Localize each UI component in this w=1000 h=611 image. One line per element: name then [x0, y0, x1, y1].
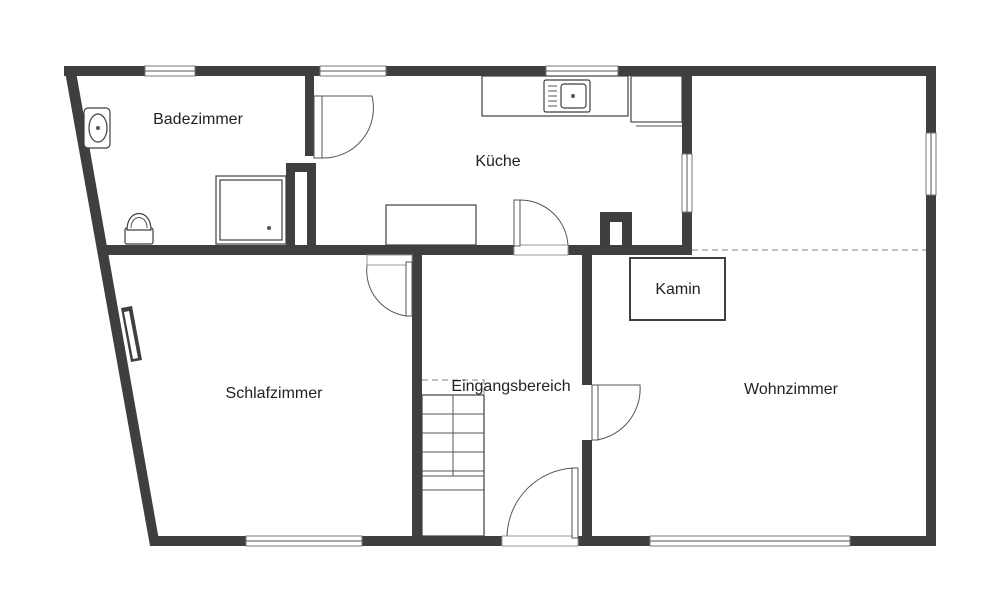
wall-bath-jog-vertical	[286, 163, 295, 253]
kitchen-fixtures	[385, 75, 683, 246]
wall-left-slanted	[64, 66, 160, 546]
label-kueche: Küche	[475, 153, 520, 170]
label-schlafzimmer: Schlafzimmer	[226, 385, 324, 402]
chimney-right	[622, 212, 632, 252]
wall-entrance-living-upper	[582, 255, 592, 385]
door-bedroom	[405, 261, 413, 317]
fireplace	[629, 257, 726, 321]
kitchen-island	[385, 204, 477, 246]
label-kamin: Kamin	[655, 281, 700, 298]
wall-bath-kitchen-upper	[305, 66, 314, 156]
wall-middle-horizontal	[100, 245, 685, 255]
chimney-top	[600, 212, 632, 222]
windows	[121, 65, 937, 547]
outer-walls	[64, 66, 936, 546]
doors	[313, 95, 641, 547]
label-wohnzimmer: Wohnzimmer	[744, 381, 839, 398]
stairs	[421, 379, 485, 537]
room-labels: Badezimmer Küche Kamin Schlafzimmer Eing…	[153, 111, 839, 402]
door-bedroom-opening	[366, 254, 413, 266]
wall-right	[926, 66, 936, 546]
wall-bath-jog	[286, 163, 316, 172]
label-eingangsbereich: Eingangsbereich	[451, 378, 570, 395]
door-bathroom	[313, 95, 323, 159]
wall-entrance-living-lower	[582, 440, 592, 542]
label-badezimmer: Badezimmer	[153, 111, 243, 128]
door-kitchen-opening	[513, 244, 569, 256]
door-kitchen	[513, 199, 521, 247]
refrigerator	[630, 75, 683, 123]
wall-kitchen-right-lower	[682, 212, 692, 255]
door-entrance-opening	[501, 535, 579, 547]
chimney-left	[600, 212, 610, 252]
door-entrance	[571, 467, 579, 539]
wall-top	[64, 66, 936, 76]
interior-walls	[100, 66, 692, 542]
wall-bath-kitchen-lower	[307, 163, 316, 253]
wall-kitchen-right-upper	[682, 66, 692, 154]
door-living-room	[591, 384, 599, 441]
wall-bedroom-entrance	[412, 255, 422, 542]
toilet-bowl	[126, 213, 152, 231]
bathroom-fixtures	[83, 107, 287, 245]
